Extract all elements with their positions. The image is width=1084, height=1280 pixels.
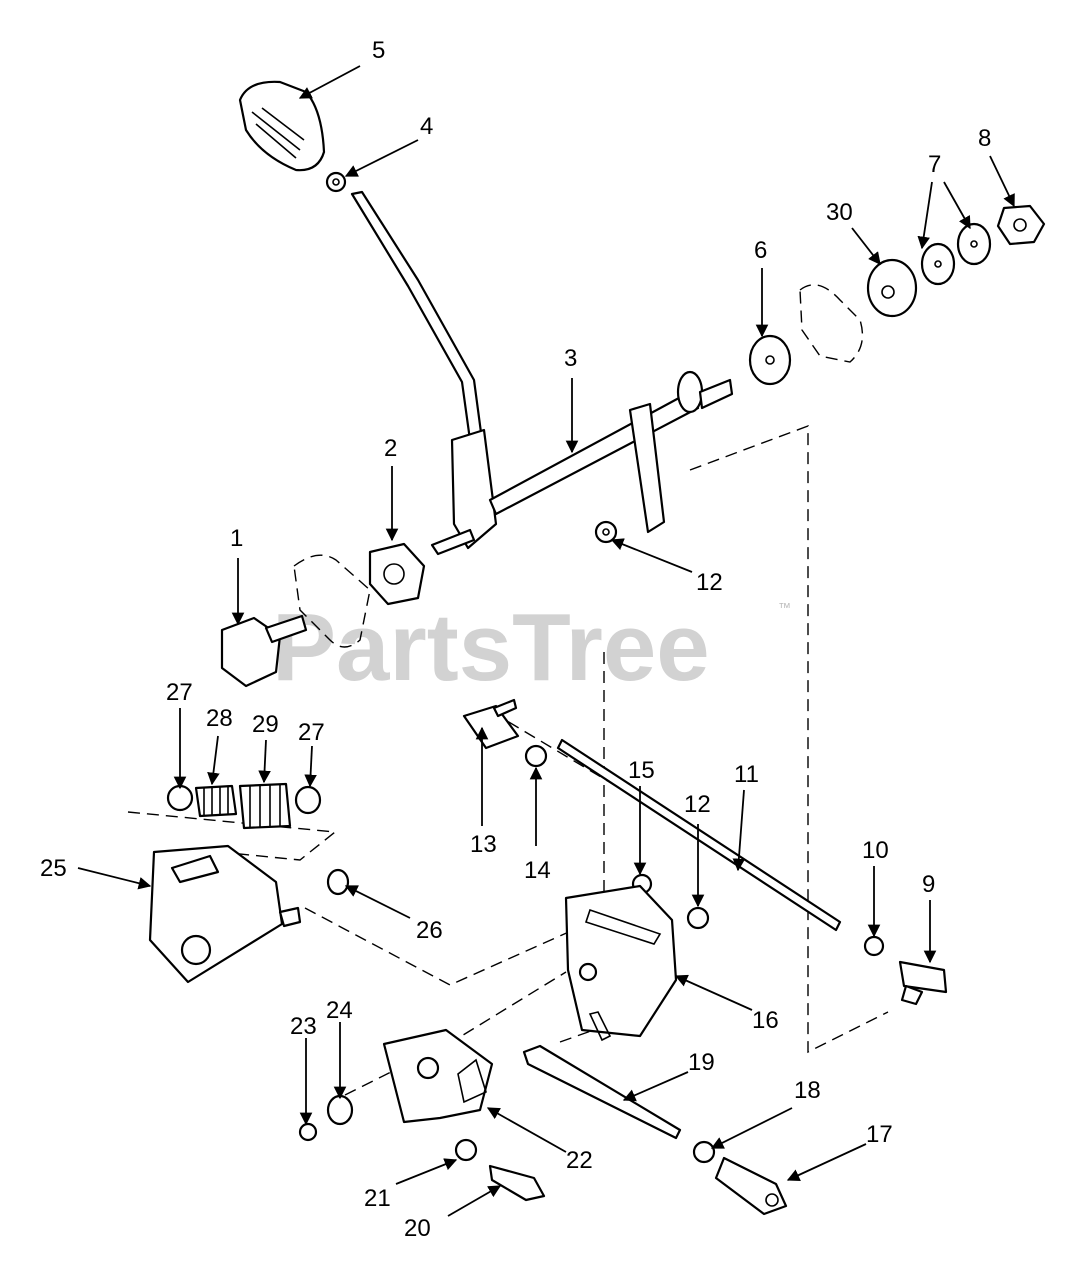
- part-26-clip: [326, 868, 350, 896]
- callout-18: 18: [794, 1077, 821, 1104]
- callout-7: 7: [928, 151, 941, 178]
- part-6-washer: [748, 334, 792, 386]
- part-12-nut-upper: [594, 520, 618, 544]
- callout-10: 10: [862, 837, 889, 864]
- part-1-bolt: [220, 614, 308, 688]
- callout-2: 2: [384, 435, 397, 462]
- part-22-bracket: [382, 1028, 494, 1124]
- callout-labels: 5 4 1 2 3 6 7 8 30 12 27 28 29 27 13 14 …: [40, 37, 991, 1242]
- callout-29: 29: [252, 711, 279, 738]
- callout-9: 9: [922, 871, 935, 898]
- callout-27-right: 27: [298, 719, 325, 746]
- part-13-pin: [462, 698, 520, 750]
- callout-6: 6: [754, 237, 767, 264]
- watermark-trademark: ™: [778, 600, 791, 615]
- callout-14: 14: [524, 857, 551, 884]
- callout-4: 4: [420, 113, 433, 140]
- callout-23: 23: [290, 1013, 317, 1040]
- part-16-bracket: [564, 884, 678, 1042]
- part-20-bolt: [488, 1164, 546, 1202]
- part-30-washer: [866, 258, 918, 318]
- callout-11: 11: [734, 761, 759, 788]
- callout-13: 13: [470, 831, 497, 858]
- callout-15: 15: [628, 757, 655, 784]
- part-7-washers: [920, 222, 992, 286]
- mount-outline-left: [293, 554, 371, 648]
- part-3-lever-shaft: [350, 190, 734, 556]
- part-21-washer: [454, 1138, 478, 1162]
- callout-3: 3: [564, 345, 577, 372]
- callout-12-lower: 12: [684, 791, 711, 818]
- part-27-28-29-springs: [166, 782, 322, 830]
- callout-27-left: 27: [166, 679, 193, 706]
- callout-19: 19: [688, 1049, 715, 1076]
- callout-17: 17: [866, 1121, 893, 1148]
- part-9-swivel: [898, 960, 948, 1006]
- part-19-rod: [522, 1044, 682, 1140]
- part-10-nut: [863, 935, 885, 957]
- mount-outline-right: [799, 284, 864, 363]
- part-18-nut: [692, 1140, 716, 1164]
- callout-16: 16: [752, 1007, 779, 1034]
- part-25-plate: [148, 844, 302, 984]
- callout-21: 21: [364, 1185, 391, 1212]
- callout-5: 5: [372, 37, 385, 64]
- callout-30: 30: [826, 199, 853, 226]
- part-23-nut: [298, 1122, 318, 1142]
- part-2-hex-nut: [368, 542, 426, 606]
- callout-26: 26: [416, 917, 443, 944]
- callout-12-upper: 12: [696, 569, 723, 596]
- part-17-swivel: [714, 1156, 788, 1216]
- leader-lines: [77, 65, 1015, 1217]
- callout-25: 25: [40, 855, 67, 882]
- part-12-nut-lower: [686, 906, 710, 930]
- callout-28: 28: [206, 705, 233, 732]
- watermark-text: PartsTree: [272, 594, 710, 701]
- callout-20: 20: [404, 1215, 431, 1242]
- part-5-handle-grip: [238, 80, 326, 172]
- part-14-nut: [524, 744, 548, 768]
- callout-22: 22: [566, 1147, 593, 1174]
- part-8-hex-nut: [996, 204, 1046, 246]
- callout-24: 24: [326, 997, 353, 1024]
- part-11-rod: [556, 738, 842, 932]
- callout-1: 1: [230, 525, 243, 552]
- callout-8: 8: [978, 125, 991, 152]
- part-4-nut: [325, 171, 347, 193]
- part-24-washer: [326, 1094, 354, 1126]
